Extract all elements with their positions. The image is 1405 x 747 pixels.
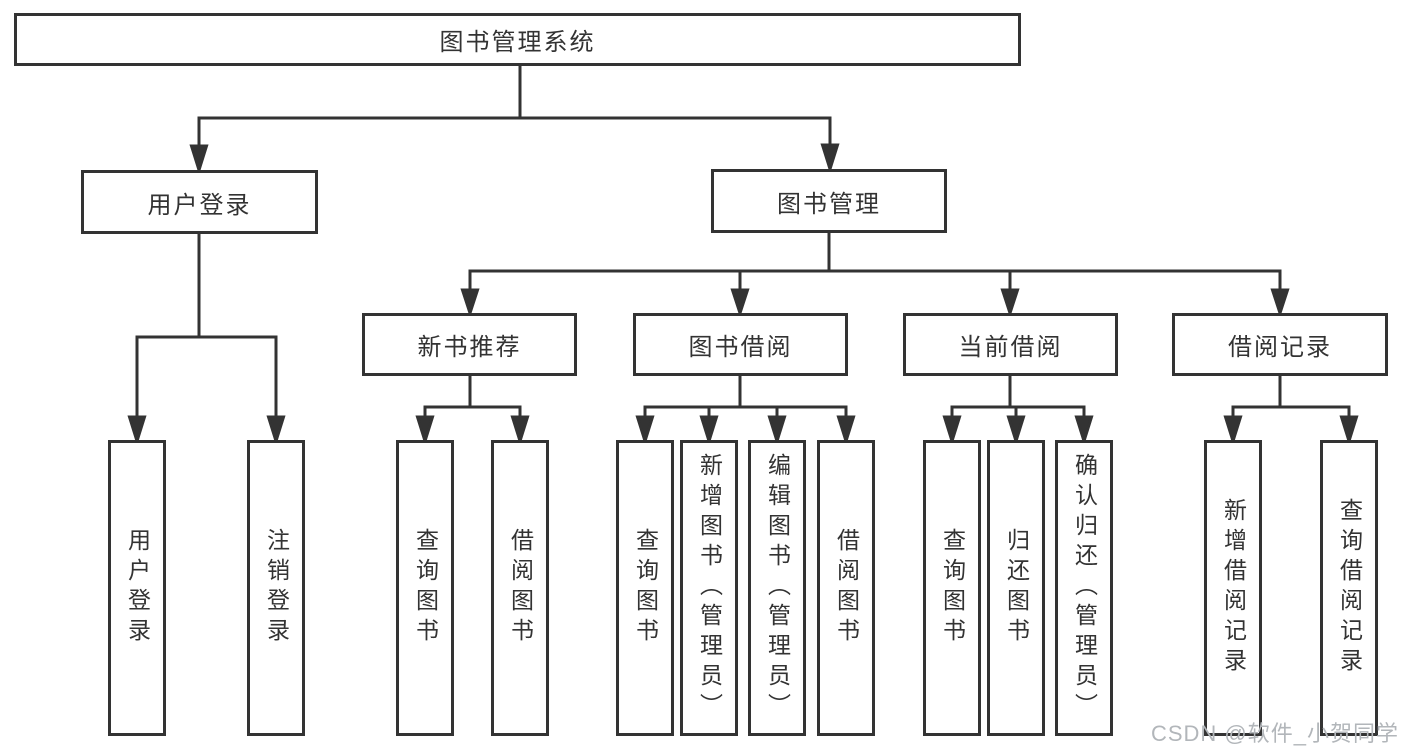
node-current-borrow: 当前借阅 <box>903 313 1118 376</box>
leaf-recommend-borrow-books: 借阅图书 <box>491 440 549 736</box>
leaf-borrow-edit-books-admin: 编辑图书（管理员） <box>748 440 806 736</box>
leaf-records-add-record: 新增借阅记录 <box>1204 440 1262 736</box>
leaf-borrow-borrow-books: 借阅图书 <box>817 440 875 736</box>
node-borrow-records: 借阅记录 <box>1172 313 1388 376</box>
leaf-records-query-record: 查询借阅记录 <box>1320 440 1378 736</box>
leaf-borrow-query-books: 查询图书 <box>616 440 674 736</box>
leaf-user-login: 用户登录 <box>108 440 166 736</box>
leaf-logout: 注销登录 <box>247 440 305 736</box>
leaf-current-return-books: 归还图书 <box>987 440 1045 736</box>
csdn-watermark: CSDN @软件_小贺同学 <box>1150 721 1399 746</box>
node-new-book-recommend: 新书推荐 <box>362 313 577 376</box>
leaf-current-query-books: 查询图书 <box>923 440 981 736</box>
leaf-recommend-query-books: 查询图书 <box>396 440 454 736</box>
node-book-borrow: 图书借阅 <box>633 313 848 376</box>
node-book-management: 图书管理 <box>711 169 947 233</box>
leaf-current-confirm-return-admin: 确认归还（管理员） <box>1055 440 1113 736</box>
leaf-borrow-add-books-admin: 新增图书（管理员） <box>680 440 738 736</box>
node-library-management-system: 图书管理系统 <box>14 13 1021 66</box>
node-user-login: 用户登录 <box>81 170 318 234</box>
